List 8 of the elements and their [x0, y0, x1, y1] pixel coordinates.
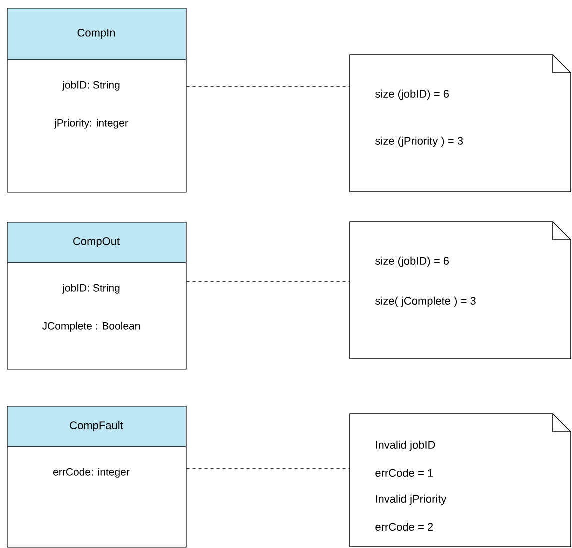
- dashed-connector: [186, 468, 350, 470]
- class-box: CompOut jobID: String JComplete : Boolean: [6, 222, 187, 370]
- class-box: CompFault errCode: integer: [6, 406, 187, 548]
- note-box: size (jobID) = 6 size( jComplete ) = 3: [350, 222, 572, 360]
- note-box: Invalid jobID errCode = 1 Invalid jPriority errCode = 2: [350, 414, 572, 548]
- class-box: CompIn jobID: String jPriority: integer: [6, 8, 187, 193]
- note-box: size (jobID) = 6 size (jPriority ) = 3: [350, 54, 572, 192]
- dashed-connector: [186, 86, 350, 88]
